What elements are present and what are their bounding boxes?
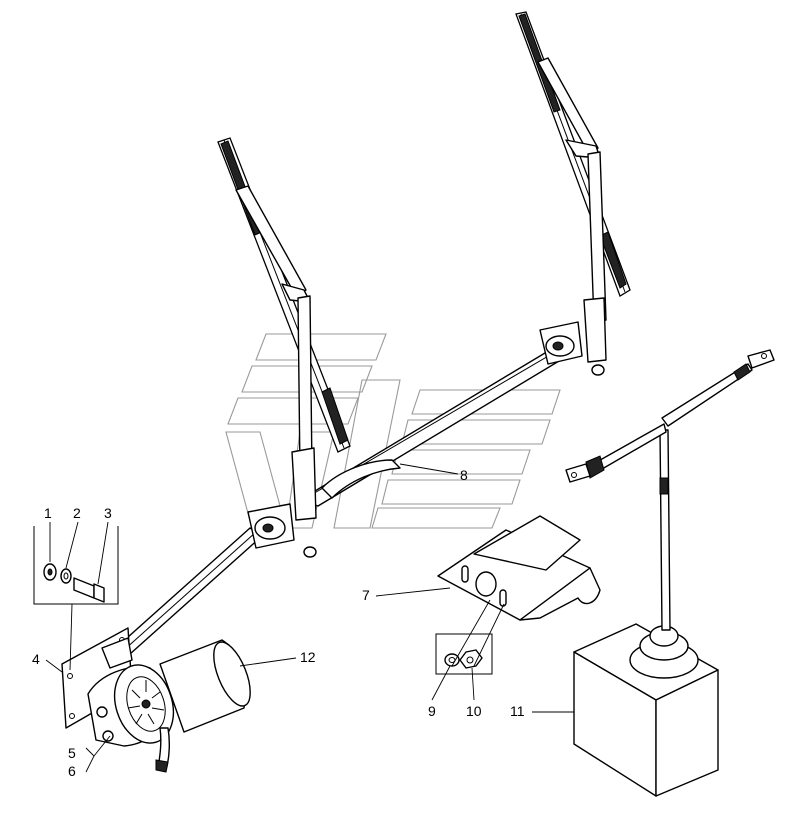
callout-6: 6 [68,763,76,779]
callout-4: 4 [32,651,40,667]
switch-bracket [437,515,601,621]
callout-5: 5 [68,745,76,761]
fastener-group-1-3 [33,526,119,605]
watermark-logo [225,333,561,529]
callout-12: 12 [300,649,316,665]
callout-7: 7 [362,587,370,603]
leader-lines [45,463,574,773]
callout-8: 8 [460,467,468,483]
right-wiper [515,11,631,376]
fastener-group-9-10 [435,633,493,675]
callout-9: 9 [428,703,436,719]
callout-10: 10 [466,703,482,719]
wiper-motor [87,637,251,773]
control-unit [565,349,775,797]
callout-1: 1 [44,505,52,521]
callout-3: 3 [104,505,112,521]
callout-labels: 1 2 3 4 5 6 7 8 9 10 11 12 [32,467,525,779]
callout-11: 11 [510,703,525,719]
callout-2: 2 [73,505,81,521]
left-wiper [217,137,351,558]
